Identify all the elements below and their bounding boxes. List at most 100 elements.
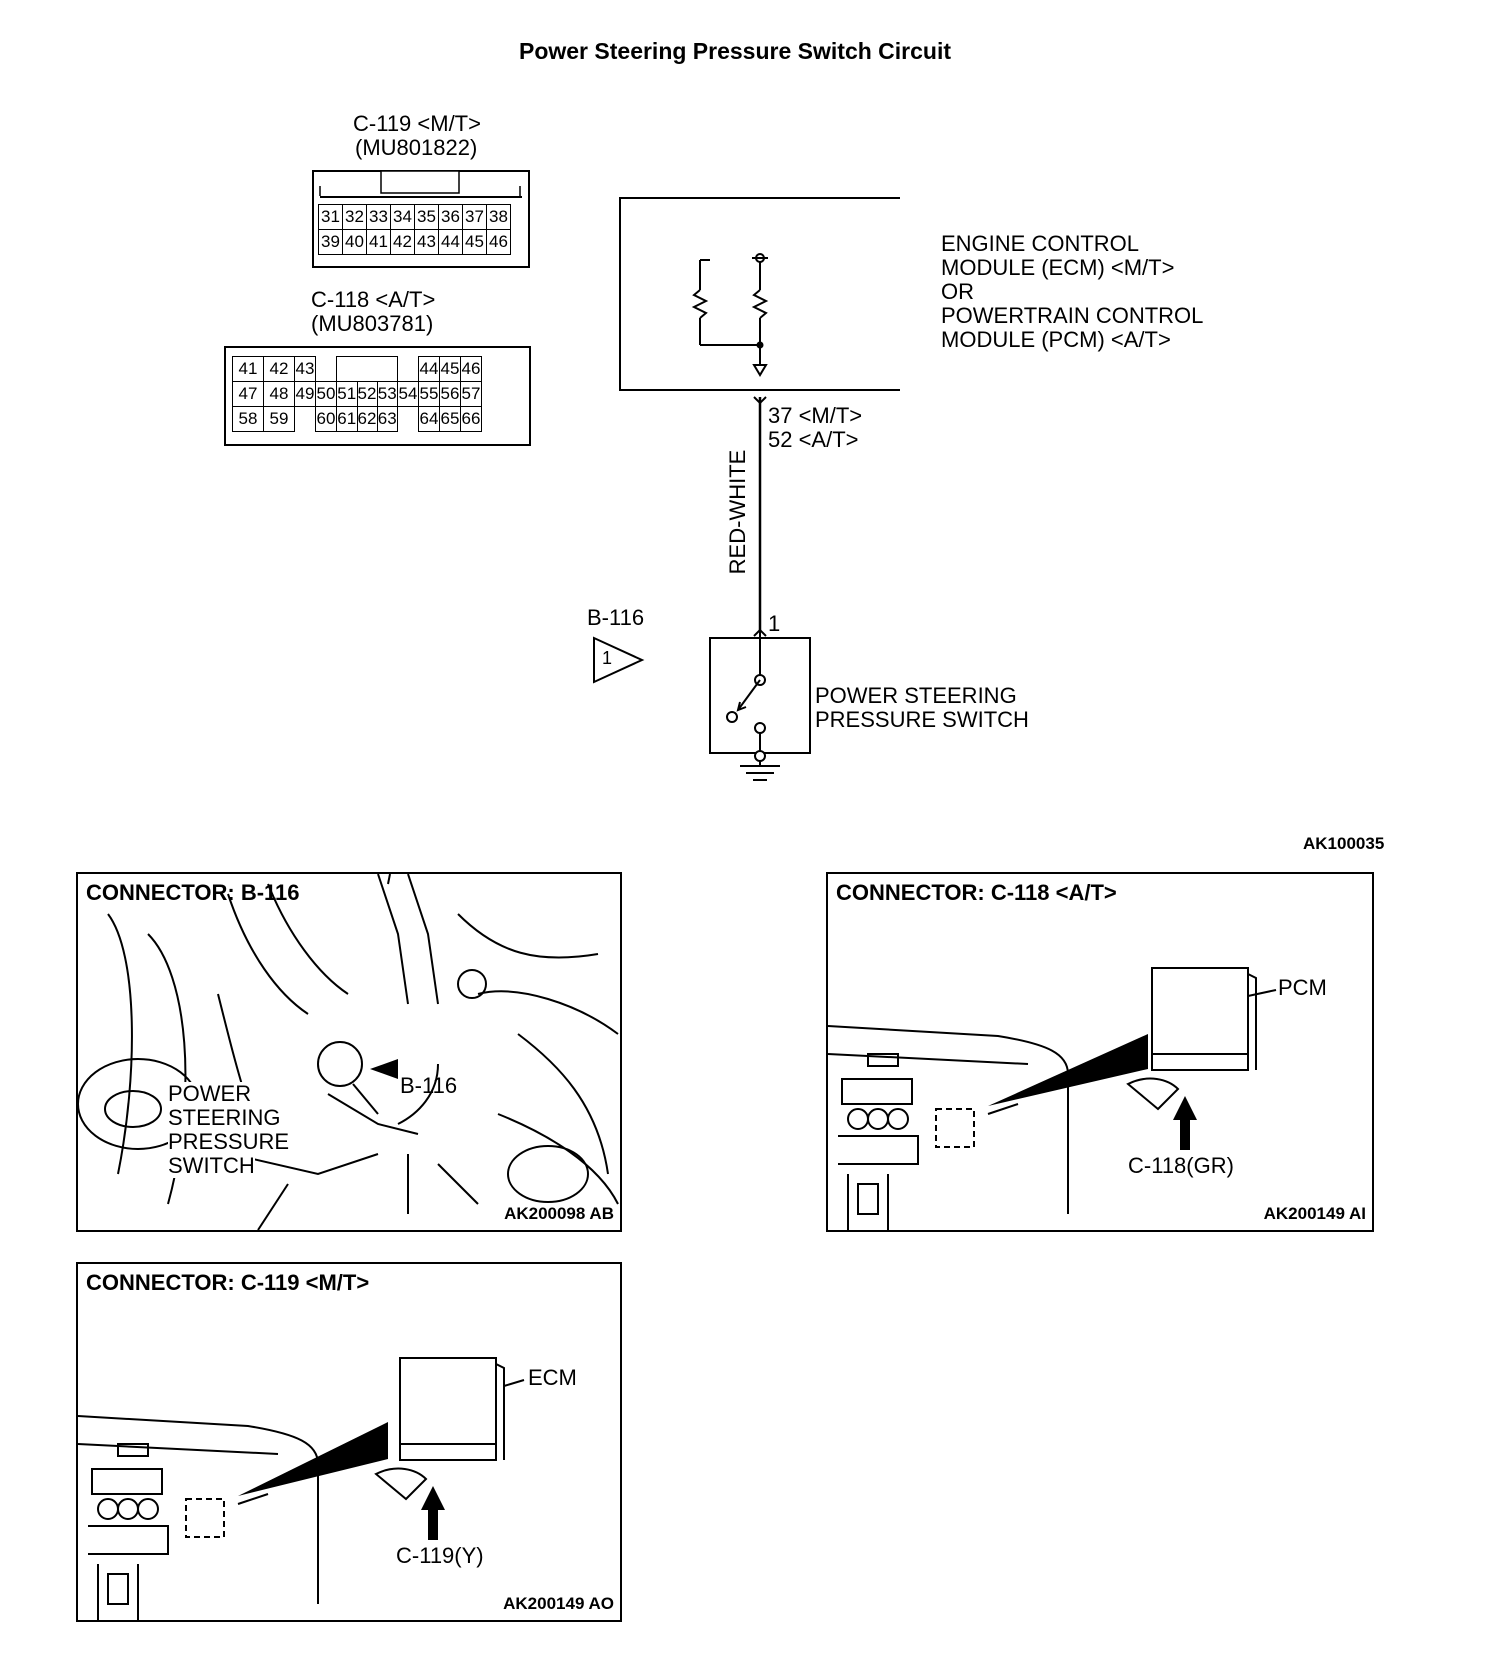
pin: 34	[390, 204, 415, 230]
connector-c118-name: C-118 <A/T>	[311, 287, 436, 312]
panel-b116-label4: SWITCH	[168, 1153, 255, 1178]
panel-b116-label1: POWER	[168, 1081, 252, 1106]
panel-b116-label2: STEERING	[168, 1105, 281, 1130]
pin: 37	[462, 204, 487, 230]
ecm-label-line4: POWERTRAIN CONTROL	[941, 303, 1204, 328]
ecm-label-line5: MODULE (PCM) <A/T>	[941, 327, 1171, 352]
panel-connector-c119: CONNECTOR: C-119 <M/T> ECM C-119(Y) AK20…	[76, 1262, 622, 1622]
figure-code: AK100035	[1303, 834, 1385, 853]
pin: 35	[414, 204, 439, 230]
pin: 60	[315, 406, 337, 432]
pin: 38	[486, 204, 511, 230]
b116-marker-number: 1	[602, 648, 613, 668]
pin: 39	[318, 229, 343, 255]
panel-c119-code: AK200149 AO	[503, 1594, 614, 1613]
panel-c118-module: PCM	[1278, 975, 1327, 1000]
resistor-icon	[691, 289, 709, 319]
pin: 40	[342, 229, 367, 255]
connector-c119-part: (MU801822)	[355, 135, 478, 160]
pin: 58	[232, 406, 264, 432]
panel-b116-title: CONNECTOR: B-116	[86, 880, 300, 905]
dashboard-illustration	[828, 967, 1277, 1230]
pin: 64	[418, 406, 440, 432]
pin: 52	[356, 381, 378, 407]
pin-empty	[377, 356, 398, 382]
pin: 41	[366, 229, 391, 255]
engine-bay-illustration	[78, 874, 619, 1230]
switch-label-line1: POWER STEERING	[815, 683, 1017, 708]
pin: 49	[294, 381, 316, 407]
pin: 43	[294, 356, 316, 382]
pin-label-at: 52 <A/T>	[768, 427, 859, 452]
pin-empty	[398, 407, 419, 432]
pin: 51	[336, 381, 358, 407]
c118-arrow-icon	[1173, 1096, 1197, 1120]
panel-c119-title: CONNECTOR: C-119 <M/T>	[86, 1270, 370, 1295]
ecm-label-line3: OR	[941, 279, 974, 304]
pin: 44	[418, 356, 440, 382]
b116-label: B-116	[587, 605, 645, 630]
pin: 62	[356, 406, 378, 432]
pin: 42	[390, 229, 415, 255]
c119-arrow-icon	[421, 1486, 445, 1510]
panel-c118-callout: C-118(GR)	[1128, 1153, 1234, 1178]
ecm-label-line1: ENGINE CONTROL	[941, 231, 1140, 256]
page-title: Power Steering Pressure Switch Circuit	[518, 38, 952, 64]
pin: 45	[462, 229, 487, 255]
pin: 57	[460, 381, 482, 407]
pin: 55	[418, 381, 440, 407]
pin: 45	[439, 356, 461, 382]
ecm-box	[619, 197, 900, 391]
pin: 61	[336, 406, 358, 432]
connector-c119-name: C-119 <M/T>	[353, 111, 481, 136]
pin-label-mt: 37 <M/T>	[768, 403, 863, 428]
pin: 47	[232, 381, 264, 407]
pin-empty	[295, 407, 316, 432]
pin-empty	[316, 357, 337, 382]
pin: 65	[439, 406, 461, 432]
panel-connector-b116: CONNECTOR: B-116 POWER STEERING PRESSURE…	[76, 872, 622, 1232]
pin-empty	[336, 356, 357, 382]
ecm-icon	[399, 1357, 497, 1445]
pin: 53	[376, 381, 398, 407]
panel-b116-code: AK200098 AB	[504, 1204, 614, 1223]
pin: 44	[438, 229, 463, 255]
panel-b116-label3: PRESSURE	[168, 1129, 290, 1154]
pin: 36	[438, 204, 463, 230]
switch-contact-icon	[737, 679, 761, 711]
b116-marker-icon	[593, 636, 645, 684]
pin-empty	[398, 357, 419, 382]
panel-b116-callout: B-116	[400, 1073, 458, 1098]
pin: 56	[439, 381, 461, 407]
pin: 48	[263, 381, 295, 407]
connector-c119-pins: 31 32 33 34 35 36 37 38 39 40 41 42 43 4…	[318, 204, 511, 255]
panel-c118-title: CONNECTOR: C-118 <A/T>	[836, 880, 1117, 905]
pin-empty	[357, 356, 377, 382]
panel-c119-module: ECM	[528, 1365, 577, 1390]
panel-c118-code: AK200149 AI	[1263, 1204, 1366, 1223]
b116-arrow-icon	[370, 1059, 398, 1079]
pcm-icon	[1151, 967, 1249, 1055]
wire-color-label: RED-WHITE	[725, 449, 750, 575]
pin: 63	[376, 406, 398, 432]
pin: 50	[315, 381, 337, 407]
panel-c119-callout: C-119(Y)	[396, 1543, 484, 1568]
terminal-arrow-icon	[752, 364, 768, 377]
panel-connector-c118: CONNECTOR: C-118 <A/T> PCM C-118(GR) AK2…	[826, 872, 1374, 1232]
pin: 32	[342, 204, 367, 230]
circuit-schematic	[619, 197, 900, 781]
pin: 43	[414, 229, 439, 255]
pin: 66	[460, 406, 482, 432]
pin: 31	[318, 204, 343, 230]
pin: 59	[263, 406, 295, 432]
pin: 54	[397, 381, 419, 407]
pin: 46	[460, 356, 482, 382]
pin-label-switch: 1	[768, 611, 781, 636]
pin: 42	[263, 356, 295, 382]
connector-c118-face	[224, 346, 531, 446]
connector-c118-part: (MU803781)	[311, 311, 434, 336]
pin: 41	[232, 356, 264, 382]
switch-label-line2: PRESSURE SWITCH	[815, 707, 1029, 732]
ecm-label-line2: MODULE (ECM) <M/T>	[941, 255, 1175, 280]
resistor-icon	[751, 289, 769, 319]
